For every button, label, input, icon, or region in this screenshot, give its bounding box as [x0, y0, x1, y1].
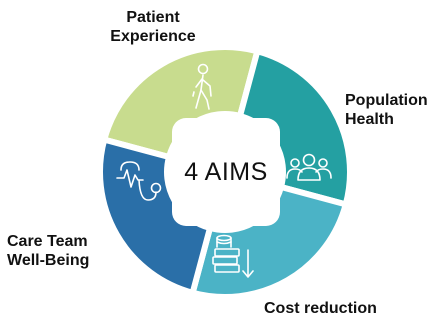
- money-stack-down-arrow-icon: [212, 234, 254, 278]
- heartbeat-stethoscope-icon: [116, 161, 162, 201]
- label-care-team-well-being: Care Team Well-Being: [7, 232, 89, 270]
- label-line: Population: [345, 92, 428, 109]
- group-of-people-icon: [286, 153, 332, 181]
- walking-person-icon: [192, 63, 212, 110]
- center-title-box: 4 AIMS: [172, 118, 280, 226]
- label-line: Health: [345, 111, 394, 128]
- label-population-health: Population Health: [345, 91, 428, 129]
- label-patient-experience: Patient Experience: [99, 8, 207, 46]
- label-line: Care Team: [7, 233, 88, 250]
- label-line: Well-Being: [7, 252, 90, 269]
- label-line: Experience: [110, 28, 196, 45]
- center-title: 4 AIMS: [184, 157, 268, 186]
- label-line: Patient: [126, 9, 180, 26]
- label-line: Cost reduction: [264, 300, 377, 317]
- label-cost-reduction: Cost reduction: [264, 299, 377, 318]
